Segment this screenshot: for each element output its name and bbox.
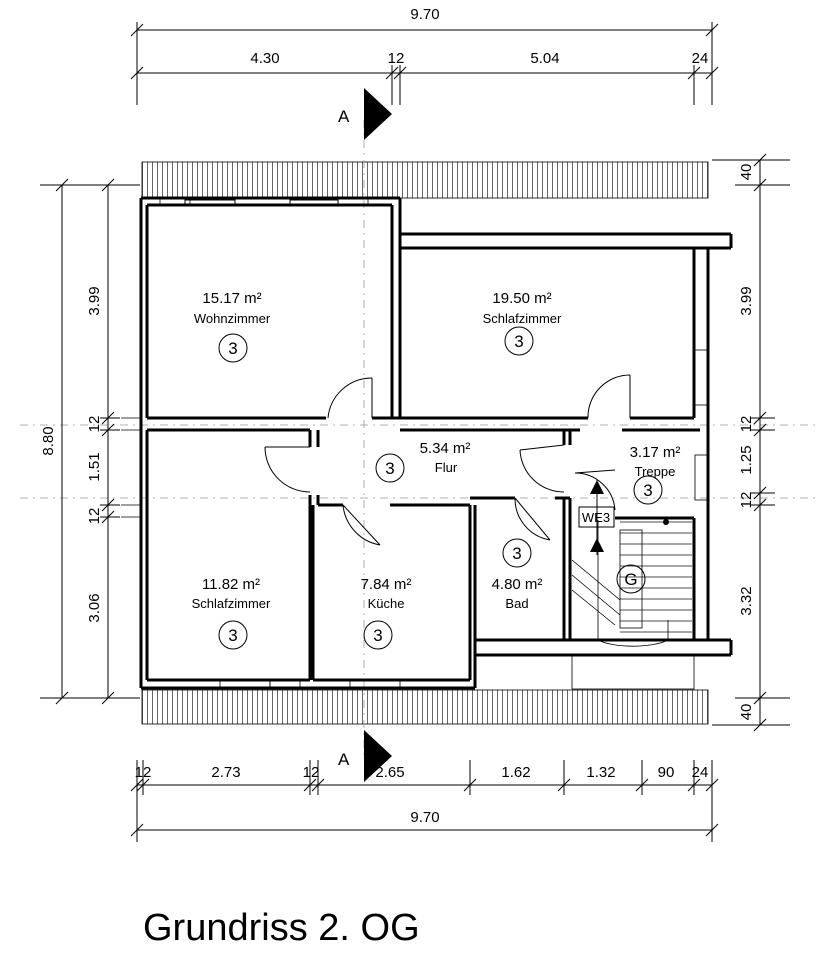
room-area: 4.80 m² <box>492 576 543 593</box>
room-area: 3.17 m² <box>630 444 681 461</box>
dim-top-segment: 5.04 <box>530 50 559 67</box>
dim-bottom-segment: 90 <box>658 764 675 781</box>
dimension-lines <box>40 22 790 842</box>
stair-label: WE3 <box>582 510 610 525</box>
door-swings <box>264 374 631 546</box>
room-treppe: 3.17 m² Treppe 3 <box>630 444 681 505</box>
unit-number: 3 <box>514 332 523 351</box>
roof-hatch-bottom <box>141 689 709 725</box>
dim-left-segment: 3.06 <box>86 593 103 622</box>
unit-number: 3 <box>228 626 237 645</box>
room-flur: 5.34 m² Flur 3 <box>375 440 471 483</box>
room-area: 15.17 m² <box>202 290 261 307</box>
room-schlafzimmer-2: 11.82 m² Schlafzimmer 3 <box>192 576 271 650</box>
room-area: 5.34 m² <box>420 440 471 457</box>
stair-marker: G <box>616 564 646 594</box>
room-area: 11.82 m² <box>202 576 260 593</box>
room-area: 19.50 m² <box>492 290 551 307</box>
dim-left-segment: 3.99 <box>86 286 103 315</box>
dim-top-total: 9.70 <box>410 6 439 23</box>
roof-hatch-top <box>141 161 709 199</box>
dim-right-segment: 40 <box>738 704 755 721</box>
dim-bottom-segment: 12 <box>135 764 152 781</box>
staircase <box>571 480 695 690</box>
dim-right-segment: 3.99 <box>738 286 755 315</box>
unit-circle <box>218 620 248 650</box>
room-bad: 3 4.80 m² Bad <box>492 538 543 611</box>
dim-right-segment: 12 <box>738 416 755 433</box>
room-wohnzimmer: 15.17 m² Wohnzimmer 3 <box>194 290 271 363</box>
unit-circle <box>502 538 532 568</box>
dim-right-segment: 12 <box>738 492 755 509</box>
dim-left-segment: 12 <box>86 508 103 525</box>
unit-number: 3 <box>643 481 652 500</box>
dim-left-segment: 12 <box>86 416 103 433</box>
dim-left-total: 8.80 <box>40 426 57 455</box>
section-label: A <box>338 107 350 126</box>
room-name: Küche <box>368 596 405 611</box>
room-name: Schlafzimmer <box>192 596 271 611</box>
windows <box>121 197 708 688</box>
dim-top-segment: 12 <box>388 50 405 67</box>
section-marker-bottom: A <box>338 730 392 782</box>
room-name: Schlafzimmer <box>483 311 562 326</box>
dim-bottom-segment: 12 <box>303 764 320 781</box>
dim-bottom-segment: 1.62 <box>501 764 530 781</box>
dim-bottom-segment: 24 <box>692 764 709 781</box>
unit-circle <box>504 326 534 356</box>
room-name: Flur <box>435 460 458 475</box>
section-label: A <box>338 750 350 769</box>
stair-label-box: WE3 <box>578 506 615 528</box>
unit-number: 3 <box>512 544 521 563</box>
room-name: Bad <box>505 596 528 611</box>
unit-number: 3 <box>373 626 382 645</box>
dim-right-segment: 40 <box>738 164 755 181</box>
page-title: Grundriss 2. OG <box>143 907 420 949</box>
dim-right-segment: 3.32 <box>738 586 755 615</box>
room-name: Treppe <box>635 464 676 479</box>
walls <box>139 196 733 690</box>
dim-left-segment: 1.51 <box>86 452 103 481</box>
unit-circle <box>633 475 663 505</box>
unit-circle <box>363 620 393 650</box>
room-area: 7.84 m² <box>361 576 412 593</box>
stair-marker-letter: G <box>624 570 637 589</box>
dim-top-segment: 4.30 <box>250 50 279 67</box>
room-name: Wohnzimmer <box>194 311 271 326</box>
dim-bottom-segment: 1.32 <box>586 764 615 781</box>
dim-bottom-segment: 2.65 <box>375 764 404 781</box>
unit-number: 3 <box>385 459 394 478</box>
unit-number: 3 <box>228 339 237 358</box>
dim-right-segment: 1.25 <box>738 445 755 474</box>
unit-circle <box>375 453 405 483</box>
dim-bottom-total: 9.70 <box>410 809 439 826</box>
section-marker-top: A <box>338 88 392 140</box>
room-kueche: 7.84 m² Küche 3 <box>361 576 412 650</box>
dim-top-segment: 24 <box>692 50 709 67</box>
dim-bottom-segment: 2.73 <box>211 764 240 781</box>
room-schlafzimmer-1: 19.50 m² Schlafzimmer 3 <box>483 290 562 356</box>
unit-circle <box>218 333 248 363</box>
